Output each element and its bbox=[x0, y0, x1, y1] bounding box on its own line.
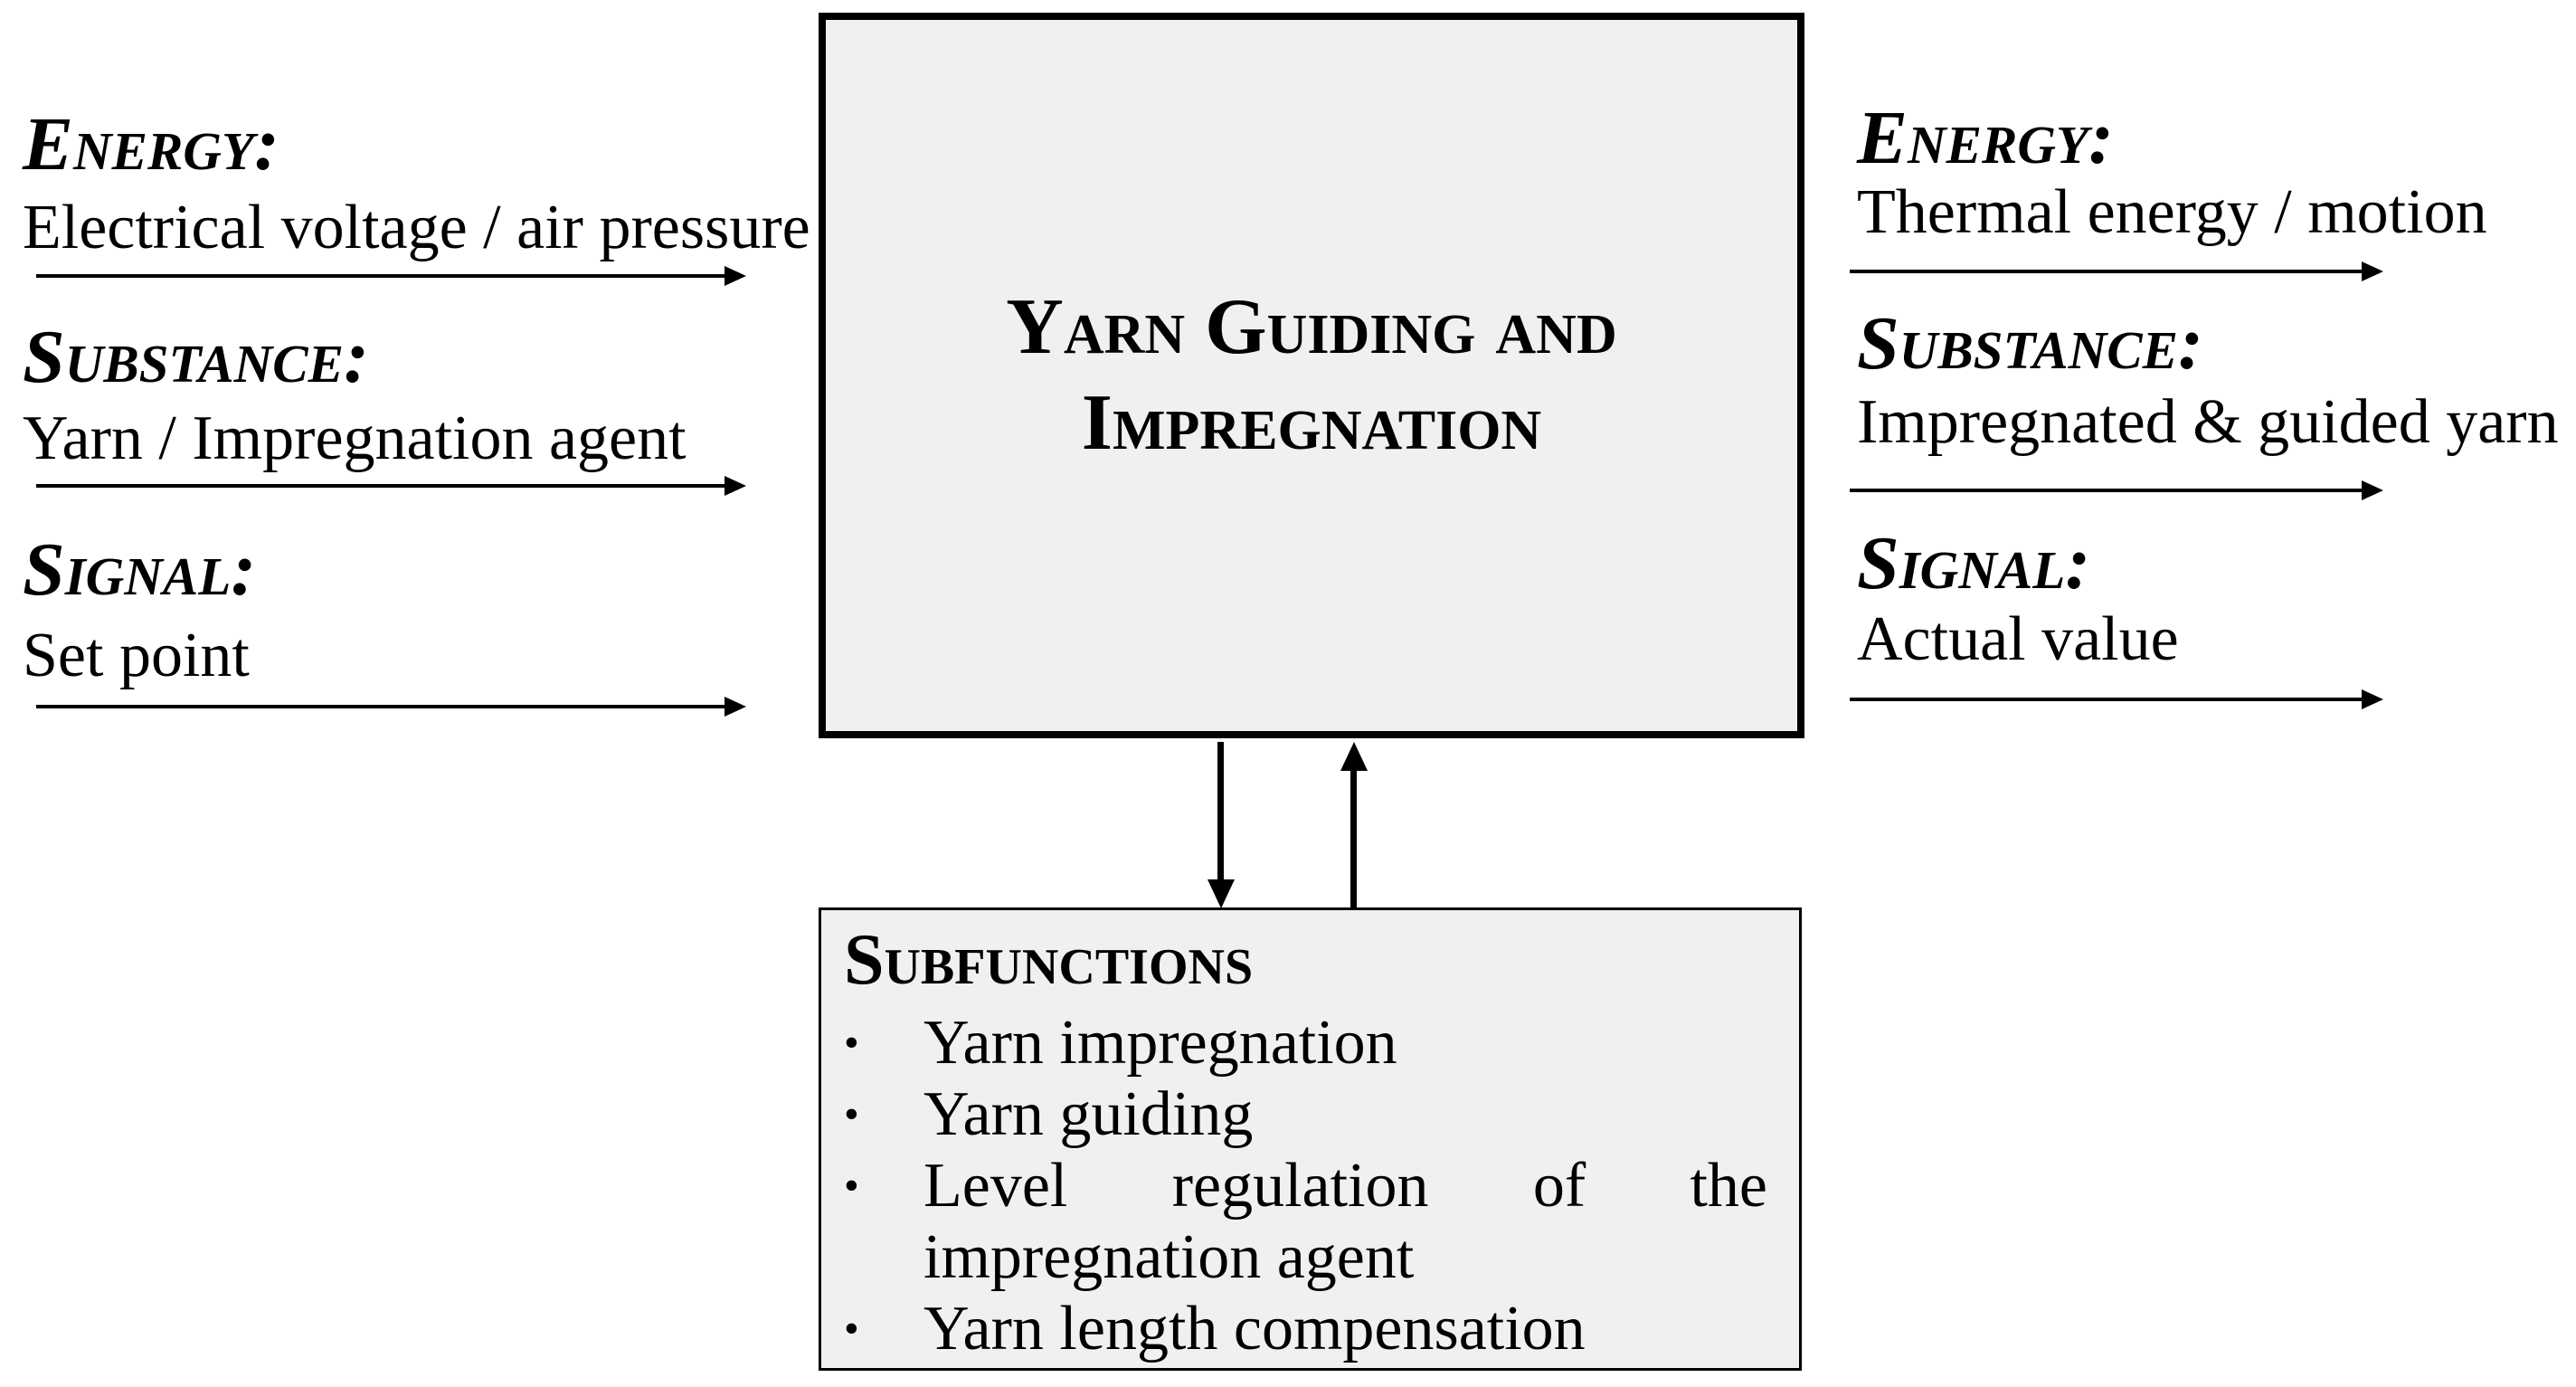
bullet-icon: • bbox=[844, 1305, 859, 1353]
subfunctions-heading: Subfunctions bbox=[844, 920, 1254, 1000]
output-energy-description: Thermal energy / motion bbox=[1857, 177, 2487, 247]
arrowhead-up-icon bbox=[1340, 742, 1368, 771]
subfunction-text-line-1: Level regulation of the bbox=[923, 1151, 1767, 1221]
subfunction-text-line-2: impregnation agent bbox=[923, 1222, 1415, 1292]
input-substance-description: Yarn / Impregnation agent bbox=[23, 404, 687, 473]
main-function-title-line-2: Impregnation bbox=[1081, 379, 1542, 467]
bullet-icon: • bbox=[844, 1090, 859, 1138]
list-item: • Yarn impregnation bbox=[844, 1007, 1767, 1078]
input-energy-description: Electrical voltage / air pressure bbox=[23, 193, 810, 262]
arrow-shaft bbox=[36, 274, 730, 278]
input-signal-arrow bbox=[36, 697, 746, 717]
subfunctions-to-main-arrow bbox=[1340, 742, 1368, 908]
arrowhead-right-icon bbox=[724, 266, 746, 286]
main-function-title-line-1: Yarn Guiding and bbox=[1006, 283, 1617, 371]
output-signal-arrow bbox=[1850, 689, 2383, 709]
arrowhead-right-icon bbox=[724, 476, 746, 496]
output-energy-arrow bbox=[1850, 261, 2383, 281]
arrow-shaft bbox=[1850, 698, 2367, 701]
output-substance-label: Substance: bbox=[1857, 301, 2203, 385]
main-to-subfunctions-arrow bbox=[1208, 742, 1235, 908]
arrow-shaft bbox=[1350, 771, 1357, 908]
arrowhead-down-icon bbox=[1208, 879, 1235, 908]
arrowhead-right-icon bbox=[2362, 689, 2383, 709]
input-substance-label: Substance: bbox=[23, 315, 369, 399]
output-signal-description: Actual value bbox=[1857, 604, 2179, 674]
arrowhead-right-icon bbox=[2362, 261, 2383, 281]
subfunctions-box: Subfunctions • Yarn impregnation • Yarn … bbox=[819, 907, 1802, 1371]
output-signal-label: Signal: bbox=[1857, 521, 2091, 605]
list-item: • Yarn guiding bbox=[844, 1078, 1767, 1150]
output-substance-description: Impregnated & guided yarn bbox=[1857, 387, 2559, 457]
input-signal-label: Signal: bbox=[23, 527, 257, 612]
input-energy-arrow bbox=[36, 266, 746, 286]
subfunction-text: Yarn length compensation bbox=[923, 1294, 1586, 1363]
output-energy-label: Energy: bbox=[1857, 96, 2114, 180]
arrow-shaft bbox=[1217, 742, 1224, 879]
list-item: • Yarn length compensation bbox=[844, 1293, 1767, 1364]
arrow-shaft bbox=[36, 484, 730, 488]
input-substance-arrow bbox=[36, 476, 746, 496]
arrow-shaft bbox=[1850, 270, 2367, 273]
output-substance-arrow bbox=[1850, 480, 2383, 500]
subfunction-text: Yarn impregnation bbox=[923, 1008, 1397, 1078]
list-item: • Level regulation of the impregnation a… bbox=[844, 1150, 1767, 1293]
subfunctions-list: • Yarn impregnation • Yarn guiding • Lev… bbox=[844, 1007, 1767, 1364]
input-signal-description: Set point bbox=[23, 621, 250, 690]
bullet-icon: • bbox=[844, 1162, 859, 1210]
subfunction-text: Yarn guiding bbox=[923, 1079, 1254, 1149]
bullet-icon: • bbox=[844, 1019, 859, 1067]
arrowhead-right-icon bbox=[2362, 480, 2383, 500]
arrow-shaft bbox=[36, 705, 730, 708]
input-energy-label: Energy: bbox=[23, 102, 279, 186]
arrowhead-right-icon bbox=[724, 697, 746, 717]
arrow-shaft bbox=[1850, 489, 2367, 492]
main-function-box: Yarn Guiding and Impregnation bbox=[819, 13, 1804, 738]
